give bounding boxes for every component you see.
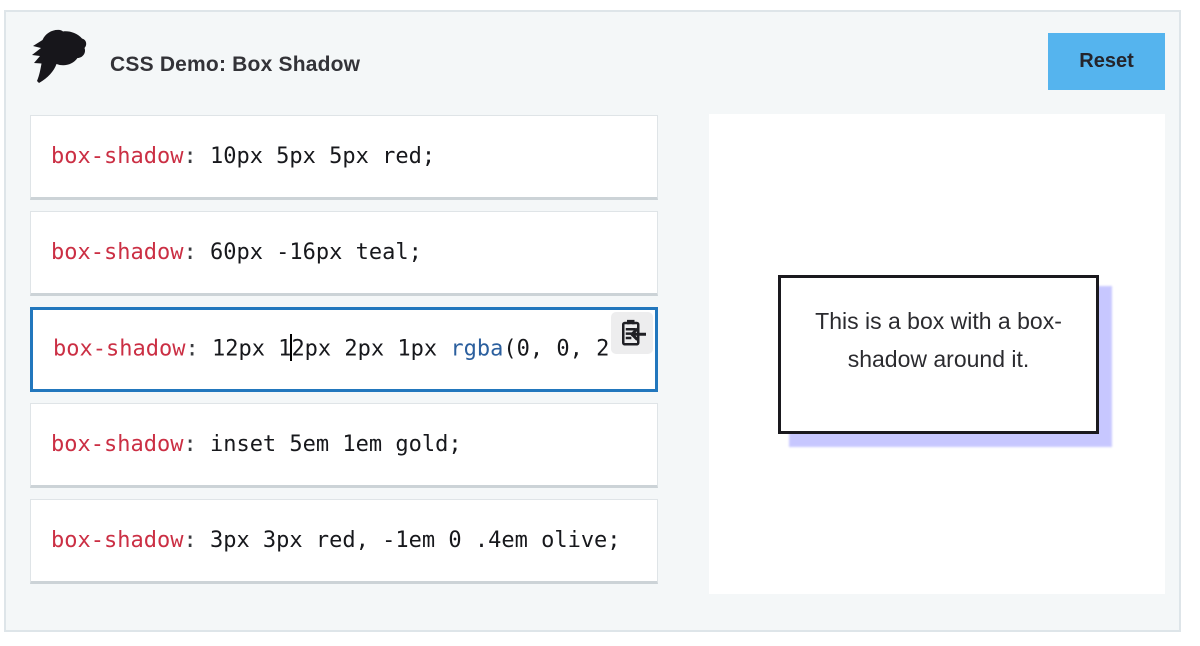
css-property: box-shadow [51, 240, 184, 265]
css-function-name: rgba [450, 336, 504, 362]
css-property: box-shadow [53, 336, 186, 362]
css-rule-row-4[interactable]: box-shadow: inset 5em 1em gold; [30, 403, 658, 488]
preview-panel: This is a box with a box-shadow around i… [709, 114, 1165, 594]
css-value: 60px -16px teal; [209, 240, 422, 265]
css-declaration[interactable]: box-shadow: inset 5em 1em gold; [51, 432, 462, 457]
css-rule-row-2[interactable]: box-shadow: 60px -16px teal; [30, 211, 658, 296]
css-value: 10px 5px 5px red; [209, 144, 436, 169]
css-declaration[interactable]: box-shadow: 3px 3px red, -1em 0 .4em oli… [51, 528, 621, 553]
app-container: CSS Demo: Box Shadow Reset box-shadow: 1… [4, 10, 1181, 632]
css-value: 3px 3px red, -1em 0 .4em olive; [209, 528, 621, 553]
css-property: box-shadow [51, 432, 184, 457]
css-rule-row-5[interactable]: box-shadow: 3px 3px red, -1em 0 .4em oli… [30, 499, 658, 584]
css-separator: : [185, 336, 212, 362]
css-rule-row-3-selected[interactable]: box-shadow: 12px 12px 2px 1px rgba(0, 0,… [30, 307, 658, 392]
css-rules-list: box-shadow: 10px 5px 5px red; box-shadow… [30, 115, 658, 584]
css-value: 12px 1 [211, 336, 292, 362]
clipboard-paste-icon [622, 319, 646, 346]
page-title: CSS Demo: Box Shadow [110, 53, 361, 76]
css-separator: : [183, 240, 210, 265]
reset-button[interactable]: Reset [1048, 33, 1165, 90]
mdn-dino-icon [32, 29, 87, 83]
css-value: inset 5em 1em gold; [209, 432, 462, 457]
css-rule-row-1[interactable]: box-shadow: 10px 5px 5px red; [30, 115, 658, 200]
css-declaration[interactable]: box-shadow: 10px 5px 5px red; [51, 144, 435, 169]
css-declaration[interactable]: box-shadow: 60px -16px teal; [51, 240, 422, 265]
preview-box: This is a box with a box-shadow around i… [778, 275, 1099, 434]
css-property: box-shadow [51, 528, 184, 553]
css-separator: : [183, 144, 210, 169]
css-declaration-editing[interactable]: box-shadow: 12px 12px 2px 1px rgba(0, 0,… [53, 334, 610, 363]
text-caret [290, 334, 293, 361]
css-function-args: (0, 0, 2 [503, 336, 610, 362]
css-property: box-shadow [51, 144, 184, 169]
css-value: 2px 2px 1px [291, 336, 451, 362]
copy-to-clipboard-button[interactable] [611, 312, 653, 354]
css-separator: : [183, 432, 210, 457]
css-separator: : [183, 528, 210, 553]
